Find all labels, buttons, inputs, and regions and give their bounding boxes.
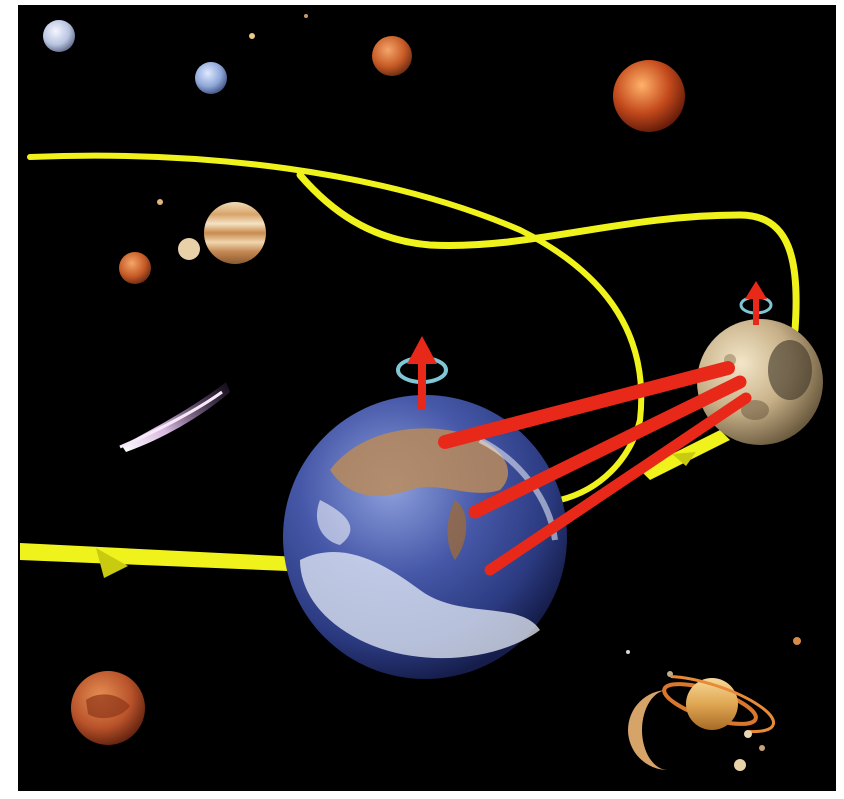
moon-spin-axis-arrow-icon xyxy=(739,281,773,325)
uranus-icon xyxy=(195,62,227,94)
tiny-star-icon xyxy=(734,759,746,771)
tiny-star-icon xyxy=(249,33,255,39)
jupiter-icon xyxy=(204,202,266,264)
tiny-star-icon xyxy=(759,745,765,751)
tiny-star-icon xyxy=(744,730,752,738)
comet-icon xyxy=(119,382,230,452)
venus-icon xyxy=(613,60,685,132)
callisto-moon-icon xyxy=(119,252,151,284)
saturn-icon xyxy=(662,674,775,734)
trajectory-arrow-icon xyxy=(96,548,128,578)
io-moon-icon xyxy=(178,238,200,260)
tidal-force-beams xyxy=(438,361,752,576)
titan-moon-icon xyxy=(628,690,668,770)
tiny-star-icon xyxy=(793,637,801,645)
mercury-icon xyxy=(372,36,412,76)
tiny-star-icon xyxy=(626,650,630,654)
spin-axis-arrow-icon xyxy=(396,336,448,410)
neptune-icon xyxy=(43,20,75,52)
tiny-star-icon xyxy=(157,199,163,205)
tiny-star-icon xyxy=(304,14,308,18)
trajectory-arrow-icon xyxy=(672,452,696,466)
earth-icon xyxy=(283,395,567,679)
moon-icon xyxy=(697,319,823,445)
mars-surface-detail xyxy=(86,694,130,719)
orbit-path xyxy=(20,152,800,578)
